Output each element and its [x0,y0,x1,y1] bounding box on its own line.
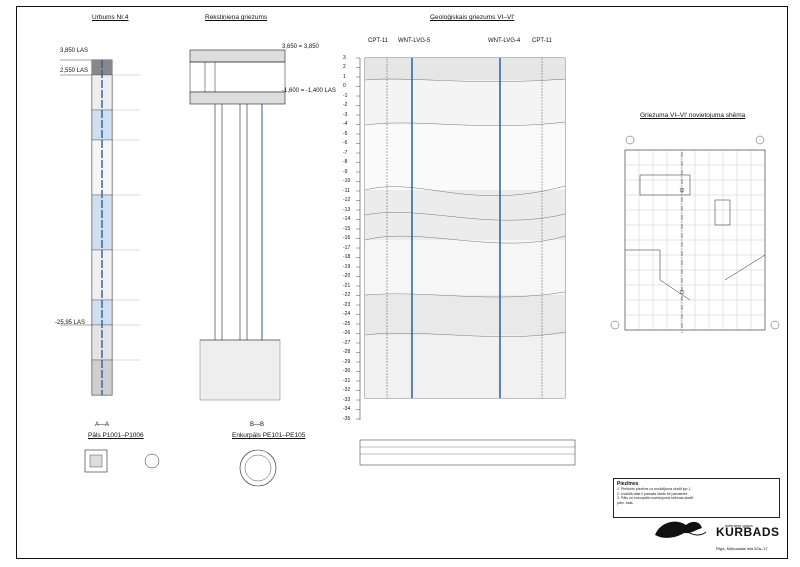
depth-tick-label: -17 [343,244,351,251]
notes-panel: Piezīmes 1. Piešķirto piezīme uz norādīj… [613,478,780,518]
borehole-level-mid: 2,550 LAS [60,68,89,74]
pile-section-title: Rekstiņieņa griezums [205,14,268,21]
depth-tick-label: -5 [343,130,348,137]
depth-tick-label: -10 [343,178,351,184]
depth-tick-label: -1 [343,92,348,99]
depth-tick-label: -30 [343,368,351,374]
company-logo [655,521,707,538]
detail-a-caption: Pāls P1001–P1006 [88,432,144,439]
depth-tick-label: -4 [343,121,348,127]
depth-tick-label: -32 [343,387,351,393]
note-3: 3. Pāls un enkurpāls novietojuma shēmas … [617,496,694,501]
depth-tick-label: -21 [343,282,351,289]
pile-section-level-top: 3,650 = 3,850 [282,44,319,50]
depth-tick-label: 2 [343,64,346,70]
company-address: Rīga, Mūkusalas iela 52a–17 [716,546,768,551]
note-1: 1. Piešķirto piezīme uz norādījuma skatī… [617,487,692,491]
depth-tick-label: -2 [343,102,348,108]
depth-tick-label: -31 [343,377,351,384]
depth-tick-label: -34 [343,406,351,412]
company-subtitle: inženieru grupa [725,523,753,528]
geological-section [356,57,576,466]
depth-tick-label: -28 [343,349,351,355]
depth-tick-label: -33 [343,396,351,403]
depth-tick-label: -11 [343,187,350,194]
depth-tick-label: -29 [343,358,351,365]
company-name: KURBADS [716,525,780,539]
note-2: 2. Izdalītā daļa il pamata vārds bl/ pam… [617,491,688,496]
depth-tick-label: 1 [343,73,346,80]
detail-b-caption: Enkurpāls PE101–PE105 [232,432,306,439]
borehole-level-bottom: -25,95 LAS [55,320,86,326]
depth-tick-label: -24 [343,311,351,317]
detail-a [84,449,160,473]
depth-tick-label: 3 [343,54,346,61]
depth-tick-label: -8 [343,159,348,165]
drawing-frame [16,6,788,559]
depth-tick-label: -7 [343,149,348,156]
pile-section-level-mid: -1,600 = -1,400 LAS [282,88,336,94]
borehole-title: Urbums Nr.4 [92,14,129,21]
depth-tick-label: -3 [343,111,348,118]
note-4: pārv. bala. [617,500,634,505]
pile-section [189,49,286,401]
geo-label-4: CPT-11 [532,38,552,44]
detail-b-label: B—B [250,422,265,428]
plan-title: Griezuma VI–VI' novietojuma shēma [640,112,746,119]
detail-a-label: A—A [95,422,110,428]
depth-tick-label: -12 [343,197,351,203]
depth-tick-label: -20 [343,273,351,279]
geo-label-1: CPT-11 [368,38,388,44]
notes-title: Piezīmes [617,481,639,487]
depth-tick-label: -26 [343,330,351,336]
depth-tick-label: -18 [343,254,351,260]
depth-tick-label: -25 [343,320,351,327]
detail-b [239,449,277,487]
geo-label-2: WNT-LVG-5 [398,38,431,44]
borehole-level-top: 3,850 LAS [60,48,89,54]
depth-tick-label: -19 [343,263,351,270]
depth-tick-label: -16 [343,235,351,241]
depth-tick-label: -22 [343,292,351,298]
depth-tick-label: -35 [343,415,351,422]
depth-tick-label: -9 [343,168,348,175]
geo-section-title: Ģeoloģiskais griezums VI–VI' [430,14,515,21]
depth-tick-label: -6 [343,140,348,146]
depth-tick-label: -27 [343,339,351,346]
plan-scheme [610,135,780,333]
depth-tick-label: -23 [343,301,351,308]
depth-tick-label: -15 [343,225,351,232]
geo-label-3: WNT-LVG-4 [488,38,521,44]
depth-tick-label: -13 [343,206,351,213]
borehole-log [60,59,140,396]
depth-tick-label: -14 [343,216,351,222]
depth-tick-label: 0 [343,83,346,89]
